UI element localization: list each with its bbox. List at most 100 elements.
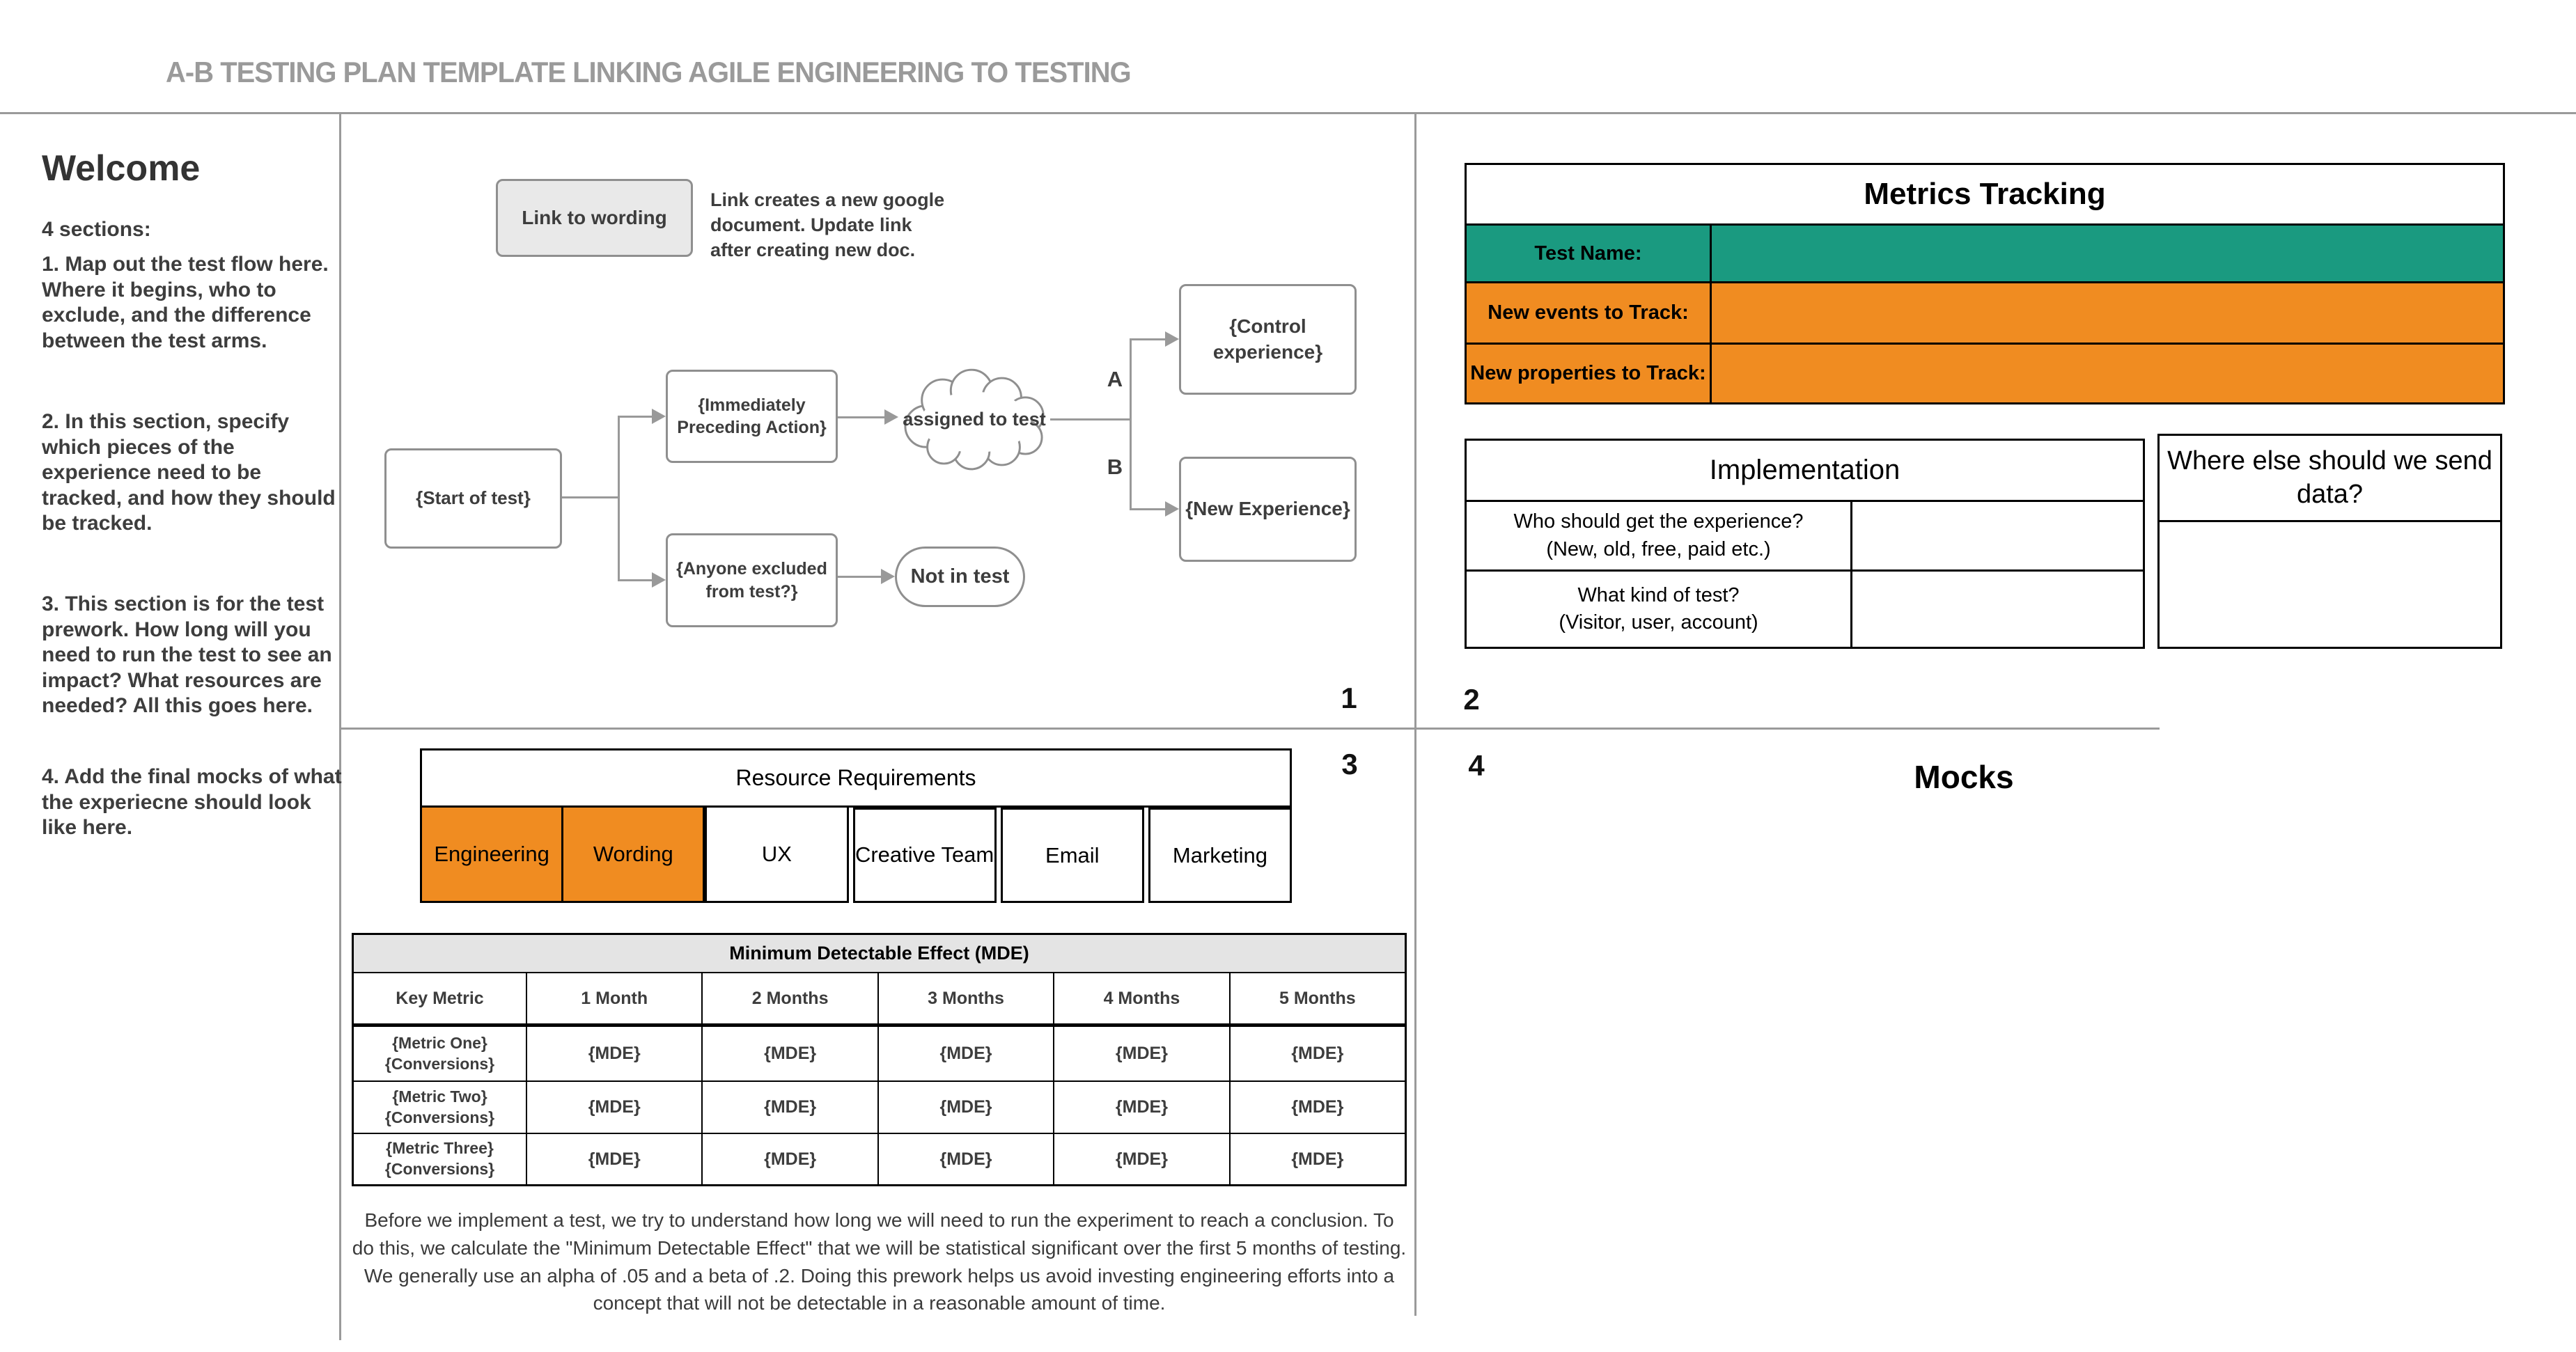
flow-node-new-experience[interactable]: {New Experience} [1179, 457, 1357, 562]
cloud-label: assigned to test [903, 408, 1046, 430]
flow-node-immediately-preceding-action[interactable]: {Immediately Preceding Action} [666, 370, 838, 463]
mde-row2-metric-sub: {Conversions} [384, 1108, 495, 1126]
mde-row3-metric[interactable]: {Metric Three} {Conversions} [354, 1134, 527, 1184]
mde-footnote: Before we implement a test, we try to un… [352, 1209, 1407, 1314]
connector-start-branch [618, 416, 620, 581]
welcome-intro: 4 sections: [42, 218, 151, 241]
mde-row3-value-1[interactable]: {MDE} [527, 1134, 703, 1184]
resource-requirements-title: Resource Requirements [420, 748, 1292, 808]
mde-row3-value-5[interactable]: {MDE} [1291, 1149, 1344, 1169]
mde-row2-value-2[interactable]: {MDE} [703, 1082, 879, 1133]
welcome-paragraph-3: 3. This section is for the test prework.… [42, 592, 332, 718]
connector-preceding-cloud [838, 416, 886, 418]
connector-to-new-experience [1130, 508, 1166, 510]
mde-row3-metric-name: {Metric Three} [386, 1139, 494, 1158]
flow-node-control-experience[interactable]: {Control experience} [1179, 284, 1357, 395]
mde-row2-value-4[interactable]: {MDE} [1054, 1082, 1231, 1133]
mde-col-2-months: 2 Months [703, 973, 879, 1023]
mde-row2-metric-name: {Metric Two} [392, 1087, 487, 1106]
quadrant-number-4: 4 [1468, 749, 1485, 782]
arrowhead-to-not-in-test-icon [881, 569, 895, 584]
mde-row3-value-4[interactable]: {MDE} [1054, 1134, 1231, 1184]
connector-to-control [1130, 338, 1166, 340]
mde-row3-metric-sub: {Conversions} [384, 1160, 495, 1178]
middle-divider-line [340, 728, 2160, 730]
link-to-wording-button[interactable]: Link to wording [496, 179, 693, 257]
send-data-title: Where else should we send data? [2160, 436, 2500, 522]
connector-to-excluded [618, 579, 653, 581]
branch-a-label: A [1107, 367, 1123, 391]
metrics-row-label-new-events: New events to Track: [1467, 283, 1712, 343]
quadrant-number-3: 3 [1341, 748, 1358, 780]
implementation-row-who-label: Who should get the experience? (New, old… [1467, 502, 1852, 569]
mde-row1-value-3[interactable]: {MDE} [879, 1027, 1055, 1080]
resource-cell-engineering[interactable]: Engineering [420, 808, 562, 903]
implementation-row-who-value[interactable] [1852, 502, 2143, 569]
arrowhead-to-excluded-icon [652, 572, 666, 588]
implementation-kind-question: What kind of test? [1577, 583, 1740, 606]
connector-cloud-out [1050, 418, 1131, 420]
welcome-heading: Welcome [42, 148, 201, 189]
metrics-row-label-new-properties: New properties to Track: [1467, 345, 1712, 402]
mde-row1-metric[interactable]: {Metric One} {Conversions} [354, 1027, 527, 1080]
mde-row1-metric-sub: {Conversions} [384, 1054, 495, 1073]
mde-title: Minimum Detectable Effect (MDE) [354, 935, 1405, 973]
link-note-text: Link creates a new google document. Upda… [710, 189, 945, 260]
mde-row2-value-5[interactable]: {MDE} [1291, 1097, 1344, 1117]
metrics-row-value-new-properties[interactable] [1712, 345, 2503, 402]
mde-row1-metric-name: {Metric One} [392, 1033, 487, 1052]
welcome-paragraph-1: 1. Map out the test flow here. Where it … [42, 253, 329, 352]
mde-col-3-months: 3 Months [879, 973, 1055, 1023]
top-divider-line [0, 112, 2576, 114]
metrics-row-label-test-name: Test Name: [1467, 226, 1712, 281]
arrowhead-to-new-experience-icon [1165, 501, 1179, 517]
sidebar-divider-line [339, 112, 341, 1340]
connector-ab-branch [1130, 339, 1132, 509]
resource-cell-creative-team[interactable]: Creative Team [852, 808, 997, 903]
resource-cell-ux[interactable]: UX [705, 808, 849, 903]
metrics-row-value-test-name[interactable] [1712, 226, 2503, 281]
resource-cell-marketing[interactable]: Marketing [1148, 808, 1293, 903]
mde-row1-value-4[interactable]: {MDE} [1054, 1027, 1231, 1080]
mde-col-5-months: 5 Months [1279, 988, 1356, 1008]
arrowhead-to-cloud-icon [884, 409, 898, 425]
flow-node-start-of-test[interactable]: {Start of test} [384, 448, 562, 549]
mde-row2-value-3[interactable]: {MDE} [879, 1082, 1055, 1133]
implementation-row-kind-value[interactable] [1852, 572, 2143, 647]
quadrant-number-2: 2 [1463, 683, 1480, 716]
flow-node-anyone-excluded[interactable]: {Anyone excluded from test?} [666, 533, 838, 627]
metrics-row-value-new-events[interactable] [1712, 283, 2503, 343]
connector-to-preceding [618, 416, 653, 418]
resource-cell-wording[interactable]: Wording [561, 808, 705, 903]
implementation-who-question: Who should get the experience? [1513, 510, 1804, 533]
welcome-paragraph-2: 2. In this section, specify which pieces… [42, 410, 336, 535]
flow-node-assigned-to-test[interactable]: assigned to test [898, 368, 1050, 475]
implementation-table: Implementation Who should get the experi… [1465, 439, 2145, 649]
mde-row1-value-1[interactable]: {MDE} [527, 1027, 703, 1080]
branch-b-label: B [1107, 455, 1123, 479]
mde-row3-value-3[interactable]: {MDE} [879, 1134, 1055, 1184]
mde-col-1-month: 1 Month [527, 973, 703, 1023]
mde-row1-value-2[interactable]: {MDE} [703, 1027, 879, 1080]
arrowhead-to-control-icon [1165, 331, 1179, 347]
quadrant-number-1: 1 [1341, 682, 1357, 714]
mde-col-key-metric: Key Metric [354, 973, 527, 1023]
welcome-paragraph-4: 4. Add the final mocks of what the exper… [42, 765, 342, 840]
send-data-value[interactable] [2160, 522, 2500, 647]
resource-cell-email[interactable]: Email [1000, 808, 1144, 903]
flow-node-not-in-test[interactable]: Not in test [895, 547, 1025, 607]
mde-col-4-months: 4 Months [1054, 973, 1231, 1023]
connector-excluded-pill [838, 576, 882, 578]
page-title: A-B TESTING PLAN TEMPLATE LINKING AGILE … [166, 56, 1132, 88]
mde-row1-value-5[interactable]: {MDE} [1291, 1044, 1344, 1063]
metrics-tracking-title: Metrics Tracking [1467, 165, 2503, 226]
implementation-kind-hint: (Visitor, user, account) [1559, 611, 1758, 634]
center-divider-line [1414, 112, 1416, 1316]
mde-row2-value-1[interactable]: {MDE} [527, 1082, 703, 1133]
implementation-who-hint: (New, old, free, paid etc.) [1546, 537, 1771, 560]
mde-row3-value-2[interactable]: {MDE} [703, 1134, 879, 1184]
implementation-title: Implementation [1467, 441, 2143, 502]
mde-table: Minimum Detectable Effect (MDE) Key Metr… [352, 933, 1407, 1186]
mde-row2-metric[interactable]: {Metric Two} {Conversions} [354, 1082, 527, 1133]
